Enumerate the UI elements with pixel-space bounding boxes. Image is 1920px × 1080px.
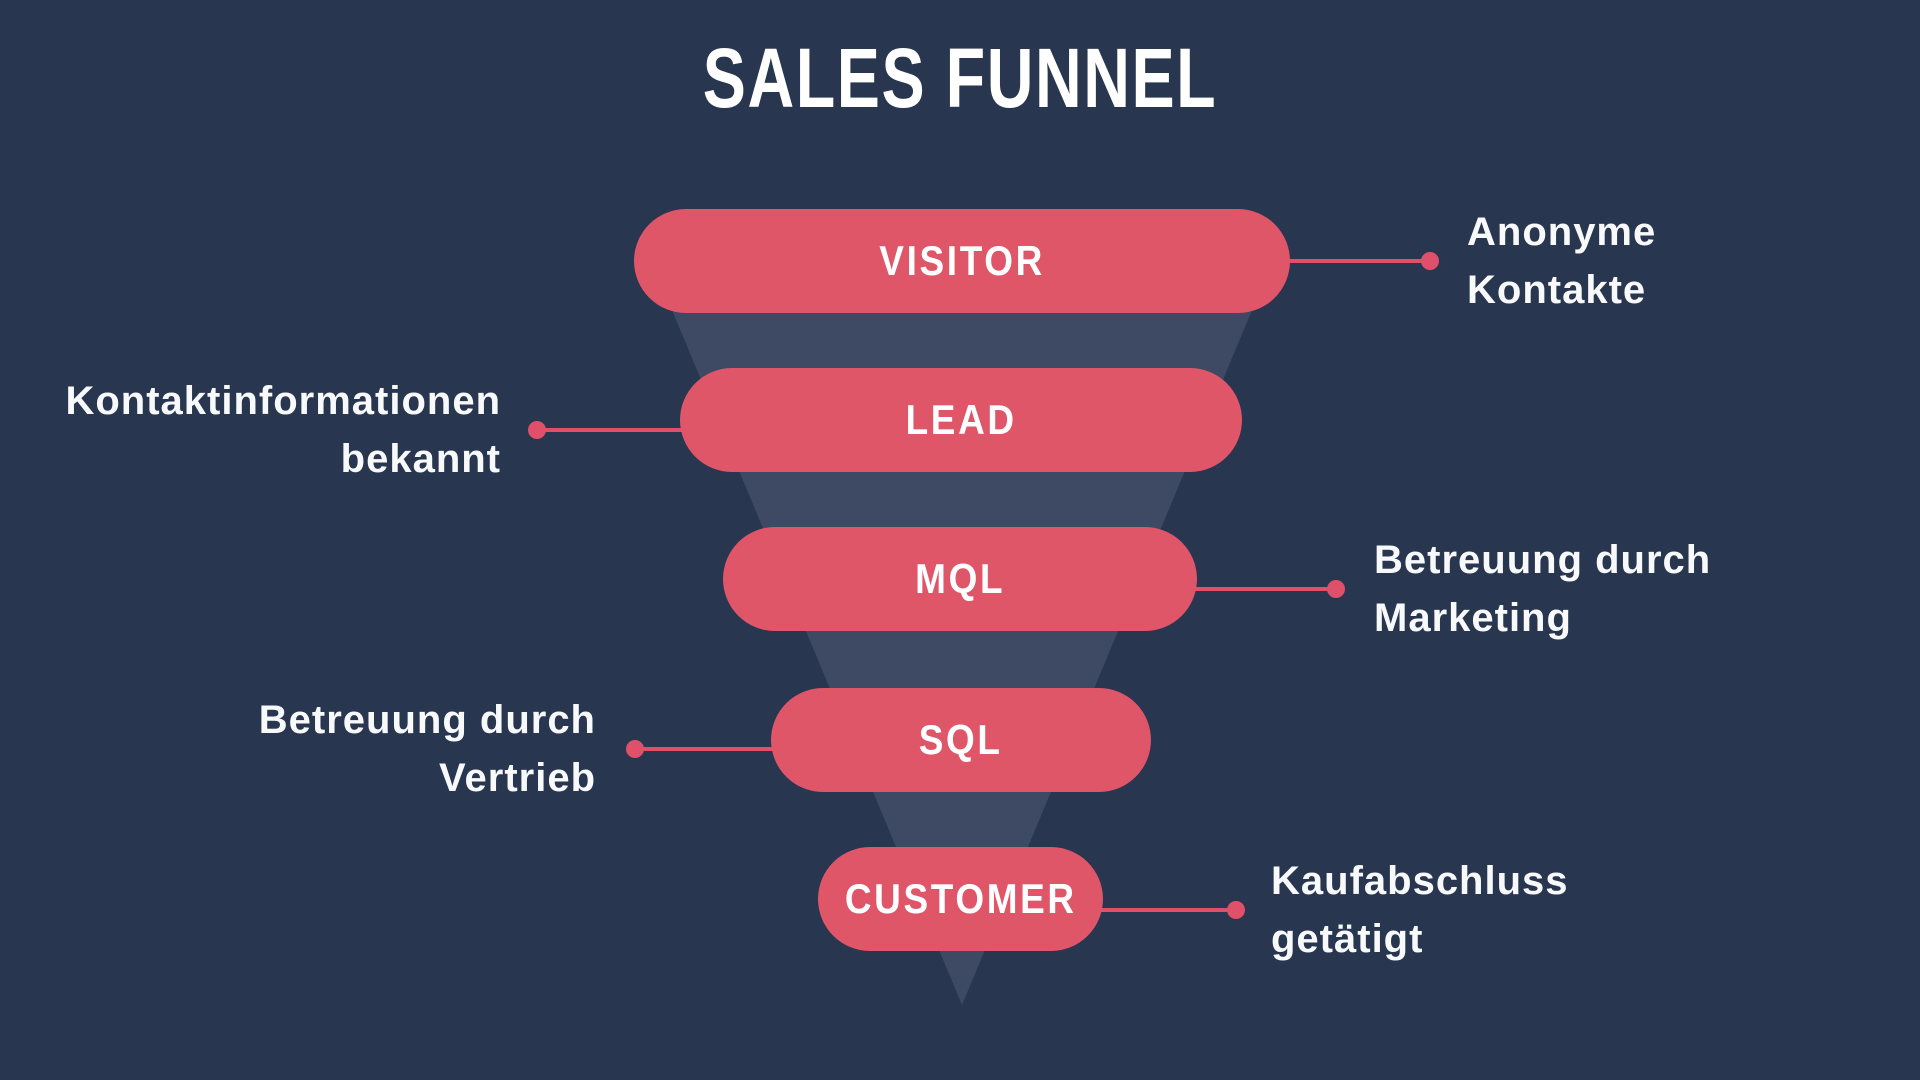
visitor-annotation-line-2: Kontakte bbox=[1467, 268, 1647, 312]
sql-annotation-line-2: Vertrieb bbox=[439, 756, 596, 800]
sql-connector-dot bbox=[626, 740, 644, 758]
funnel-stage-customer: CUSTOMER bbox=[818, 847, 1103, 951]
mql-annotation-line-1: Betreuung durch bbox=[1374, 538, 1712, 582]
funnel-stage-sql-label: SQL bbox=[919, 716, 1003, 763]
customer-connector-dot bbox=[1227, 901, 1245, 919]
visitor-annotation-line-1: Anonyme bbox=[1467, 210, 1657, 254]
mql-connector-dot bbox=[1327, 580, 1345, 598]
funnel-stage-mql: MQL bbox=[723, 527, 1197, 631]
sql-annotation-line-1: Betreuung durch bbox=[258, 698, 596, 742]
mql-annotation-line-2: Marketing bbox=[1374, 596, 1572, 640]
funnel-stage-mql-label: MQL bbox=[914, 555, 1006, 602]
lead-connector-line bbox=[540, 428, 685, 432]
visitor-connector-line bbox=[1285, 259, 1430, 263]
customer-annotation: Kaufabschluss getätigt bbox=[1271, 852, 1569, 968]
customer-connector-line bbox=[1098, 908, 1236, 912]
lead-annotation-line-1: Kontaktinformationen bbox=[65, 379, 501, 423]
customer-annotation-line-2: getätigt bbox=[1271, 917, 1424, 961]
visitor-connector-dot bbox=[1421, 252, 1439, 270]
sql-annotation: Betreuung durch Vertrieb bbox=[160, 691, 596, 807]
sql-connector-line bbox=[638, 747, 776, 751]
page-title: SALES FUNNEL bbox=[702, 31, 1218, 125]
funnel-stage-visitor: VISITOR bbox=[634, 209, 1290, 313]
mql-connector-line bbox=[1192, 587, 1336, 591]
mql-annotation: Betreuung durch Marketing bbox=[1374, 531, 1711, 647]
customer-annotation-line-1: Kaufabschluss bbox=[1271, 859, 1569, 903]
funnel-stage-visitor-label: VISITOR bbox=[879, 237, 1045, 284]
funnel-stage-lead-label: LEAD bbox=[905, 396, 1017, 443]
lead-connector-dot bbox=[528, 421, 546, 439]
funnel-stage-sql: SQL bbox=[771, 688, 1151, 792]
lead-annotation-line-2: bekannt bbox=[340, 437, 501, 481]
funnel-stage-customer-label: CUSTOMER bbox=[844, 875, 1077, 922]
lead-annotation: Kontaktinformationen bekannt bbox=[61, 372, 501, 488]
visitor-annotation: Anonyme Kontakte bbox=[1467, 203, 1656, 319]
funnel-stage-lead: LEAD bbox=[680, 368, 1242, 472]
